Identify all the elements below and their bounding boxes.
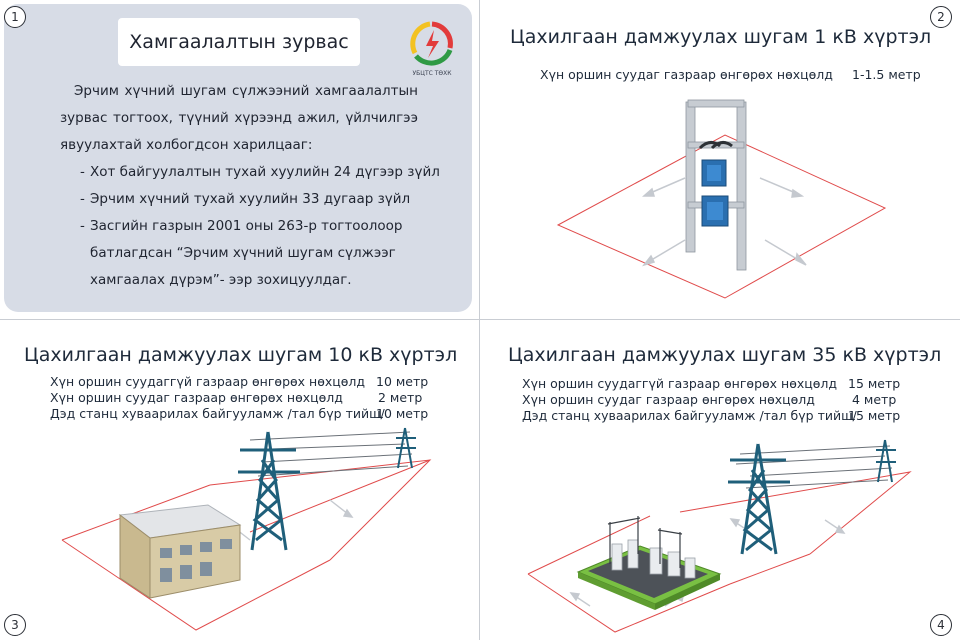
section-number-badge: 3 [4, 614, 26, 636]
horizontal-divider [0, 319, 960, 320]
distance-row-value: 15 метр [848, 408, 901, 423]
quadrant-3-10kv-line: 3 Цахилгаан дамжуулах шугам 10 кВ хүртэл… [0, 320, 480, 640]
section-title: Цахилгаан дамжуулах шугам 10 кВ хүртэл [24, 344, 458, 366]
distance-row-value: 4 метр [852, 392, 897, 407]
law-reference-list: -Хот байгуулалтын тухай хуулийн 24 дүгээ… [80, 159, 440, 294]
distance-row-label: Дэд станц хуваарилах байгууламж /тал бүр… [522, 408, 857, 423]
section-number-badge: 1 [4, 6, 26, 28]
10kv-tower-and-building-illustration-icon [61, 427, 432, 631]
distance-row-value: 1-1.5 метр [852, 67, 921, 82]
section-title: Цахилгаан дамжуулах шугам 1 кВ хүртэл [510, 26, 932, 48]
intro-paragraph: Эрчим хүчний шугам сүлжээний хамгаалалты… [60, 83, 418, 153]
list-item: -Хот байгуулалтын тухай хуулийн 24 дүгээ… [80, 164, 440, 180]
distance-row-value: 2 метр [378, 390, 423, 405]
quadrant-4-35kv-line: 4 Цахилгаан дамжуулах шугам 35 кВ хүртэл… [480, 320, 960, 640]
vertical-divider [479, 0, 480, 640]
company-logo-icon [410, 21, 453, 66]
distance-row-label: Хүн оршин суудаг газраар өнгөрөх нөхцөлд [540, 67, 833, 82]
distance-row-label: Хүн оршин суудаг газраар өнгөрөх нөхцөлд [50, 390, 343, 405]
distance-row-label: Хүн оршин суудаг газраар өнгөрөх нөхцөлд [522, 392, 815, 407]
quadrant-1-protection-zone: 1 Хамгаалалтын зурвас УБЦТС ТӨХК Эрчим х… [0, 0, 480, 320]
list-item: -Эрчим хүчний тухай хуулийн 33 дугаар зү… [80, 191, 411, 207]
list-item-continuation: батлагдсан “Эрчим хүчний шугам сүлжээг [90, 245, 396, 261]
distance-row-value: 15 метр [848, 376, 901, 391]
distance-row-label: Хүн оршин суудаггүй газраар өнгөрөх нөхц… [50, 374, 366, 389]
distance-row-label: Хүн оршин суудаггүй газраар өнгөрөх нөхц… [522, 376, 838, 391]
distance-row-value: 10 метр [376, 374, 429, 389]
35kv-tower-and-substation-illustration-icon [527, 439, 912, 633]
distance-row-label: Дэд станц хуваарилах байгууламж /тал бүр… [50, 406, 385, 421]
section-title: Цахилгаан дамжуулах шугам 35 кВ хүртэл [508, 344, 942, 366]
section-number-badge: 4 [930, 614, 952, 636]
list-item-continuation: хамгаалах дүрэм”- ээр зохицуулдаг. [90, 272, 352, 288]
list-item: -Засгийн газрын 2001 оны 263-р тогтоолоо… [80, 218, 403, 234]
section-number-badge: 2 [930, 6, 952, 28]
distance-row-value: 10 метр [376, 406, 429, 421]
quadrant-2-1kv-line: 2 Цахилгаан дамжуулах шугам 1 кВ хүртэл … [480, 0, 960, 320]
logo-caption: УБЦТС ТӨХК [412, 70, 452, 77]
panel-title: Хамгаалалтын зурвас [118, 18, 360, 66]
1kv-pole-illustration-icon [556, 99, 887, 299]
